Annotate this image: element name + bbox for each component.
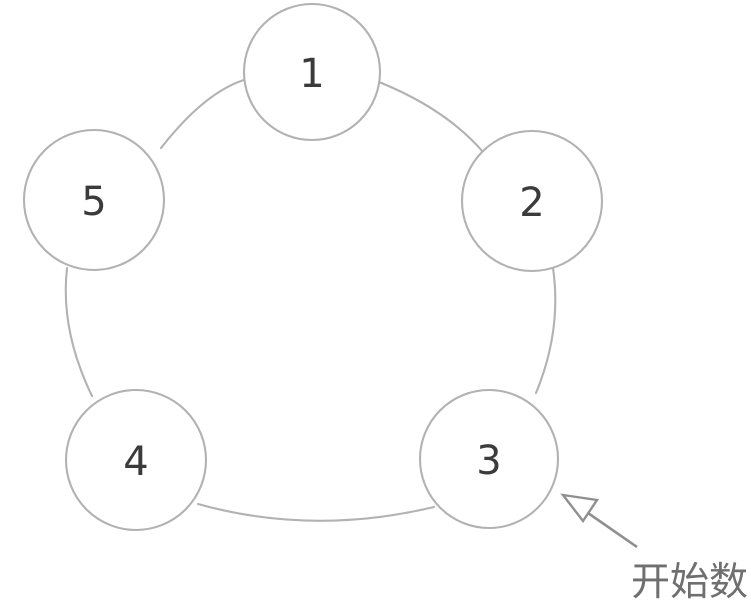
start-counting-label: 开始数 <box>631 560 748 603</box>
node-2-label: 2 <box>519 180 544 226</box>
edge-1-to-2 <box>377 80 485 154</box>
node-5-circle[interactable] <box>22 128 166 272</box>
edge-3-to-4 <box>196 502 436 522</box>
node-3-circle[interactable] <box>418 388 560 530</box>
node-2-circle[interactable] <box>460 129 604 273</box>
edge-group <box>64 76 557 522</box>
edge-4-to-5 <box>64 266 94 398</box>
edge-5-to-1 <box>159 76 253 150</box>
node-4[interactable]: 4 <box>64 388 208 532</box>
arrow-shaft-icon <box>587 511 638 549</box>
node-5[interactable]: 5 <box>22 128 166 272</box>
node-5-label: 5 <box>81 179 106 225</box>
node-2[interactable]: 2 <box>460 129 604 273</box>
edge-2-to-3 <box>534 266 557 395</box>
node-group: 1 2 3 4 5 <box>22 2 604 532</box>
node-1-circle[interactable] <box>242 2 382 142</box>
node-1[interactable]: 1 <box>242 2 382 142</box>
start-pointer-arrow <box>560 493 638 549</box>
arrow-head-icon <box>560 493 600 524</box>
node-1-label: 1 <box>299 51 324 97</box>
node-3-label: 3 <box>476 438 501 484</box>
node-4-label: 4 <box>123 439 148 485</box>
node-4-circle[interactable] <box>64 388 208 532</box>
node-3[interactable]: 3 <box>418 388 560 530</box>
